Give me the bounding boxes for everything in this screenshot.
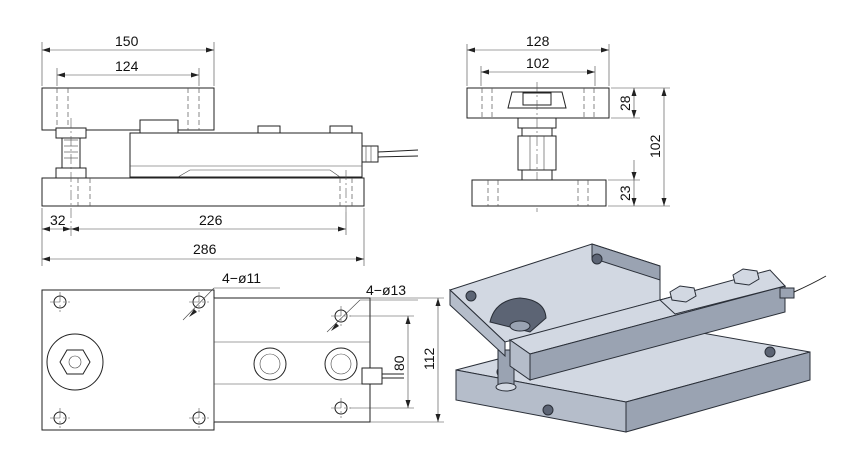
dim-top-width: 128	[526, 33, 550, 49]
base-plate	[41, 177, 365, 207]
load-cell-beam	[129, 132, 363, 178]
isometric-render	[449, 243, 827, 433]
top-plate	[41, 87, 215, 131]
dim-left-offset: 32	[50, 212, 66, 228]
plan-base-hole	[331, 306, 351, 326]
dim-overall-length: 286	[193, 241, 217, 257]
dim-mid-span: 226	[199, 212, 223, 228]
dim-base-thickness: 23	[617, 185, 633, 201]
dim-base-width: 112	[421, 347, 437, 370]
front-view: 150 124 32 226 286	[41, 33, 419, 266]
callout-top-plate-holes: 4−ø11	[222, 270, 261, 286]
dim-top-plate-thickness: 28	[617, 95, 633, 111]
side-base-plate	[471, 179, 607, 207]
dim-hole-pitch: 80	[391, 355, 407, 371]
side-view: 128 102 28 23 102	[466, 33, 670, 212]
plan-view: 4−ø11 4−ø13 80 112	[41, 270, 444, 431]
plan-hole	[189, 408, 209, 428]
dim-total-width: 150	[115, 33, 139, 49]
plan-hole	[50, 292, 70, 312]
dim-hole-spacing: 124	[115, 58, 139, 74]
plan-hole	[189, 292, 209, 312]
plan-base-hole	[331, 398, 351, 418]
plan-hole	[50, 408, 70, 428]
dim-total-height: 102	[647, 134, 663, 158]
callout-base-holes: 4−ø13	[366, 282, 406, 298]
dim-inner-width: 102	[526, 55, 550, 71]
